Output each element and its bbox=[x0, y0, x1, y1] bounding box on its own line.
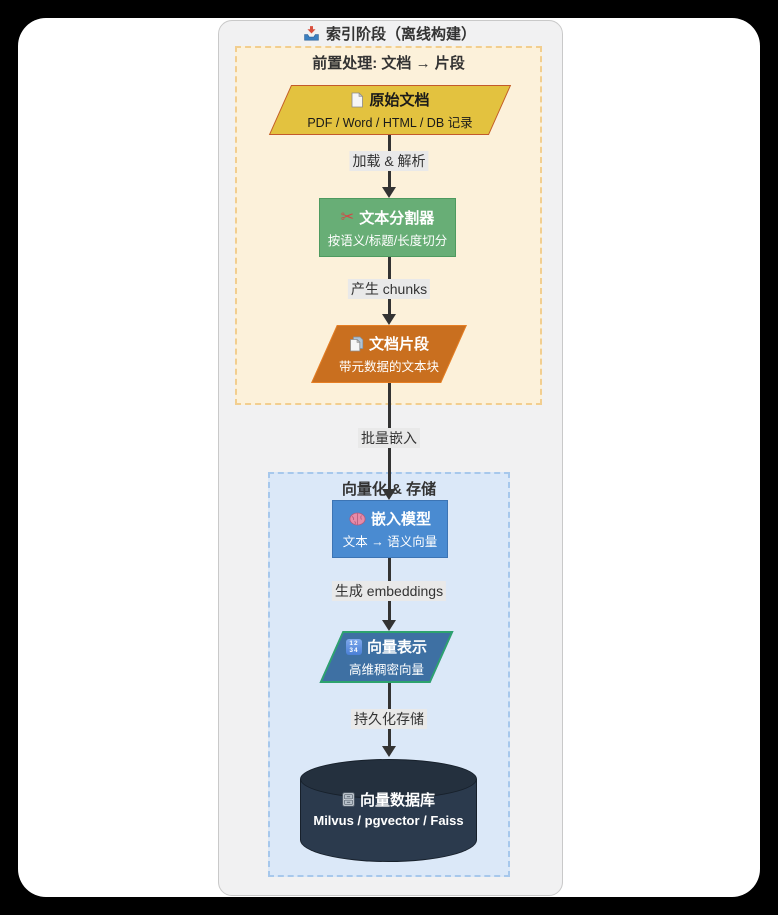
node-raw-documents-subtitle: PDF / Word / HTML / DB 记录 bbox=[307, 116, 473, 130]
brain-icon bbox=[349, 512, 366, 526]
node-embedding-model: 嵌入模型 文本 → 语义向量 bbox=[332, 500, 448, 558]
node-raw-documents-title: 原始文档 bbox=[369, 92, 430, 109]
file-cabinet-icon bbox=[342, 792, 355, 807]
edge-load-parse-arrowhead bbox=[382, 187, 396, 198]
pages-icon bbox=[349, 336, 364, 352]
edge-produce-chunks-arrowhead bbox=[382, 314, 396, 325]
node-text-splitter: ✂ 文本分割器 按语义/标题/长度切分 bbox=[319, 198, 456, 257]
node-embedding-model-subtitle: 文本 → 语义向量 bbox=[342, 535, 438, 549]
index-stage-title-text: 索引阶段（离线构建） bbox=[325, 26, 476, 43]
edge-load-parse-label: 加载 & 解析 bbox=[349, 151, 429, 171]
node-text-splitter-title: 文本分割器 bbox=[359, 209, 435, 227]
page-icon bbox=[350, 91, 364, 108]
node-vector-database-lid bbox=[300, 759, 477, 799]
edge-batch-embed-label: 批量嵌入 bbox=[358, 428, 420, 448]
node-embedding-model-shape bbox=[332, 500, 448, 558]
scissors-icon: ✂ bbox=[340, 207, 355, 226]
node-vector-representation-subtitle: 高维稠密向量 bbox=[348, 663, 424, 677]
node-vector-representation-title: 向量表示 bbox=[366, 639, 427, 656]
node-text-splitter-shape bbox=[319, 198, 456, 257]
node-vector-database-title: 向量数据库 bbox=[359, 792, 435, 809]
node-raw-documents: 原始文档 PDF / Word / HTML / DB 记录 bbox=[268, 85, 512, 135]
node-vector-database-subtitle: Milvus / pgvector / Faiss bbox=[313, 813, 464, 828]
edge-persist-arrowhead bbox=[382, 746, 396, 757]
node-embedding-model-title: 嵌入模型 bbox=[370, 511, 431, 528]
edge-gen-embeddings-arrowhead bbox=[382, 620, 396, 631]
node-text-splitter-subtitle: 按语义/标题/长度切分 bbox=[327, 233, 448, 248]
edge-persist-label: 持久化存储 bbox=[351, 709, 427, 729]
index-stage-title: 索引阶段（离线构建） bbox=[218, 23, 561, 44]
node-document-chunks-subtitle: 带元数据的文本块 bbox=[338, 360, 439, 374]
node-vector-database: 向量数据库 Milvus / pgvector / Faiss bbox=[300, 759, 477, 862]
node-document-chunks-title: 文档片段 bbox=[368, 336, 429, 353]
edge-produce-chunks-label: 产生 chunks bbox=[347, 279, 431, 299]
node-document-chunks: 文档片段 带元数据的文本块 bbox=[311, 325, 467, 383]
subgraph-preprocessing-title: 前置处理: 文档 → 片段 bbox=[312, 55, 465, 72]
edge-batch-embed-arrowhead bbox=[382, 489, 396, 500]
inbox-tray-icon bbox=[303, 25, 320, 42]
edge-gen-embeddings-label: 生成 embeddings bbox=[331, 581, 447, 601]
